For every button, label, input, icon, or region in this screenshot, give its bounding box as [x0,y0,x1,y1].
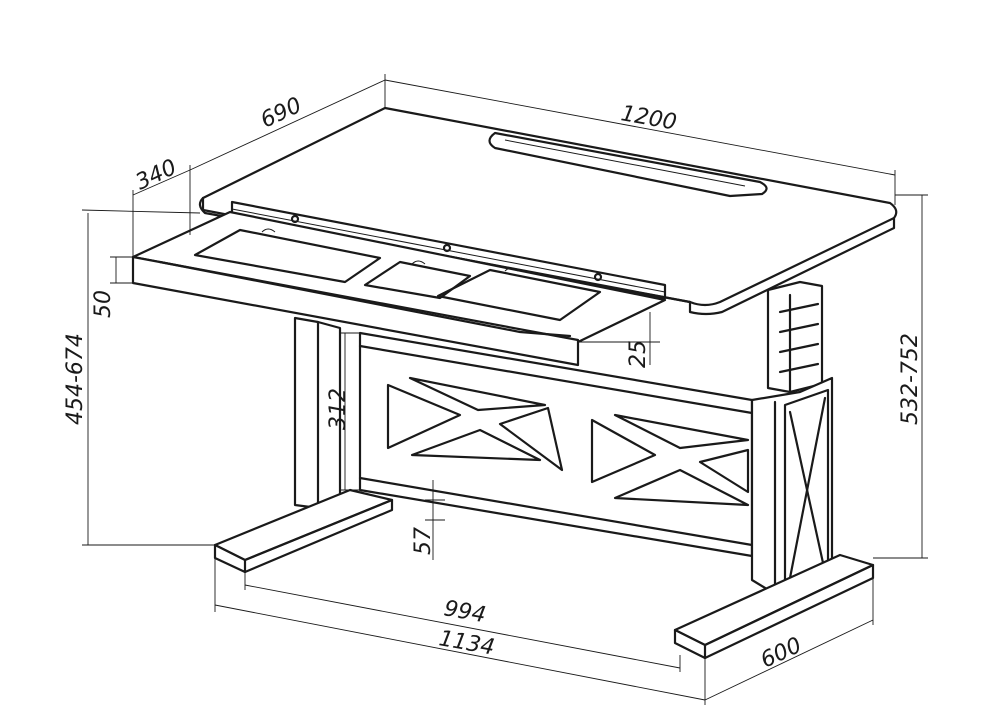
top-rail [230,200,667,300]
dim-crossbar-height: 312 [326,388,351,430]
dim-foot-depth: 600 [757,633,806,673]
dim-total-height: 532-752 [898,333,923,425]
dim-drawer-gap: 25 [626,340,651,368]
dim-inner-width: 994 [442,596,488,628]
left-leg [213,316,394,574]
dimension-lines [81,74,928,705]
drawer [131,210,667,367]
dim-crossbar-clearance: 57 [411,527,436,555]
right-leg [673,280,875,660]
x-panel [358,331,754,558]
desk-top [198,106,898,316]
dim-drawer-depth: 340 [132,155,181,195]
dim-top-width: 1200 [619,101,678,135]
dim-desk-height: 454-674 [63,333,88,425]
dim-drawer-height: 50 [91,290,116,318]
